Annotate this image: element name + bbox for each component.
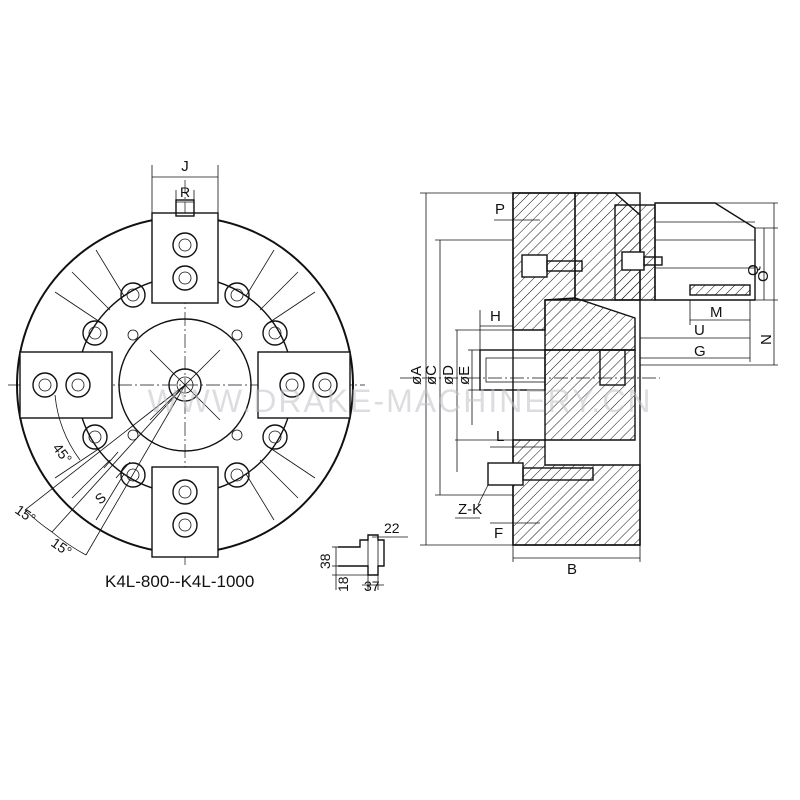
dim-u-label: U — [694, 322, 705, 339]
slot-dim-38: 38 — [317, 553, 333, 569]
dim-m-label: M — [710, 304, 723, 321]
pinion — [599, 349, 626, 386]
dim-o-label: O — [755, 270, 772, 282]
dim-r-label: R — [180, 184, 190, 200]
dim-j-label: J — [181, 158, 189, 175]
angle-arc-15b — [51, 531, 87, 556]
jaw-bolt-head — [621, 251, 645, 271]
watermark: WWW.DRAKE-MACHINERY.CN — [147, 383, 652, 419]
lower-bolt-shank — [522, 467, 594, 481]
dim-g-label: G — [694, 343, 706, 360]
jaw-serration — [689, 284, 751, 296]
slot-dim-37: 37 — [364, 578, 380, 594]
dim-c-label: øC — [423, 365, 440, 385]
dim-p-label: P — [495, 201, 505, 218]
side-view: øA øC øD øE P H L Z-K F B M U — [400, 192, 778, 578]
scroll-wedge — [544, 297, 636, 351]
front-view: J R 45° 15° 15° S K4L-800--K4L-1000 — [8, 158, 365, 591]
dim-a-label: øA — [408, 366, 425, 385]
jaw-bolts — [32, 232, 338, 538]
slot-detail: 22 38 18 37 — [317, 520, 408, 594]
dim-d-label: øD — [440, 365, 457, 385]
jaw-left — [19, 351, 113, 419]
bore-holes — [127, 329, 243, 441]
bore-inner — [485, 357, 546, 383]
jaw-upper-tip — [654, 202, 756, 301]
dim-s-label: S — [92, 489, 109, 507]
model-label: K4L-800--K4L-1000 — [105, 572, 254, 591]
angle-45-label: 45° — [50, 440, 76, 467]
upper-bolt-shank — [546, 260, 583, 272]
dim-e-label: øE — [456, 366, 473, 385]
dim-l-label: L — [496, 428, 504, 445]
dim-zk-label: Z-K — [458, 501, 482, 518]
body-bolts — [82, 282, 288, 488]
angle-15b-label: 15° — [48, 534, 75, 559]
angle-arc-15a — [24, 509, 53, 533]
slot-dim-18: 18 — [335, 576, 351, 592]
body-lower-section — [512, 439, 641, 546]
jaw-bottom — [151, 466, 219, 558]
dim-n-label: N — [758, 334, 775, 345]
dim-b-label: B — [567, 561, 577, 578]
angle-arc-45 — [54, 394, 81, 461]
upper-bolt-head — [521, 254, 548, 278]
lower-bolt-head — [487, 462, 524, 486]
jaw-top — [151, 212, 219, 304]
jaw-bolt-shank — [643, 256, 663, 266]
dim-q-label: Q — [745, 264, 762, 276]
angle-15a-label: 15° — [12, 501, 39, 526]
dim-h-label: H — [490, 308, 501, 325]
dim-f-label: F — [494, 525, 503, 542]
slot-dim-22: 22 — [384, 520, 400, 536]
